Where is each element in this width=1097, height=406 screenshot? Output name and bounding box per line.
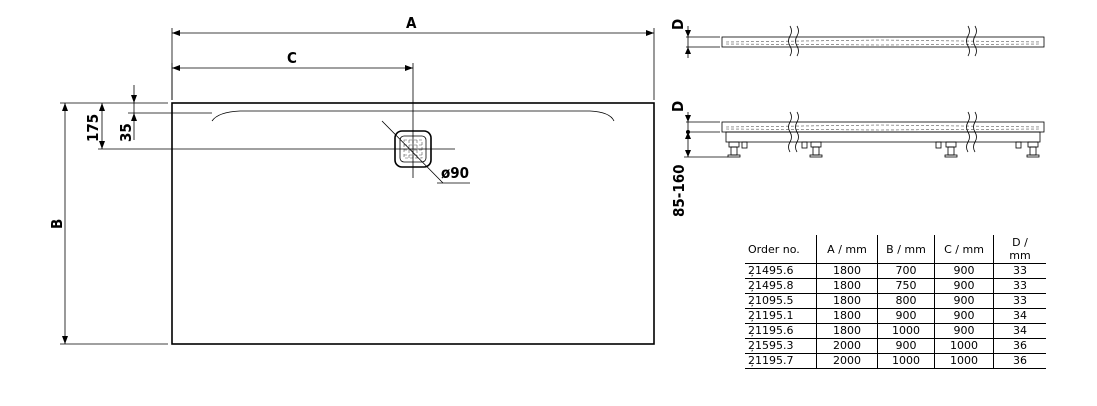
- dimension-b-label: B: [48, 219, 66, 229]
- table-row: 2̦1195.1 1800 900 900 34: [745, 308, 1046, 324]
- drain-diameter-label: ø90: [441, 164, 469, 182]
- drain-diameter-leader: [381, 120, 444, 184]
- dimensions-table: Order no. A / mm B / mm C / mm D / mm 2̦…: [745, 235, 1046, 369]
- cell-order-no: 2̦1195.6: [745, 323, 817, 339]
- table-header-row: Order no. A / mm B / mm C / mm D / mm: [745, 235, 1046, 264]
- side-view-flat-d-label: D: [669, 19, 687, 30]
- table-row: 2̦1595.3 2000 900 1000 36: [745, 338, 1046, 354]
- cell-b: 750: [877, 278, 935, 294]
- feet-height-label: 85-160: [670, 164, 688, 217]
- cell-b: 900: [877, 338, 935, 354]
- adjustable-foot: [727, 141, 741, 158]
- adjustable-foot: [944, 141, 958, 158]
- cell-order-no: 2̦1595.3: [745, 338, 817, 354]
- table-row: 2̦1195.7 2000 1000 1000 36: [745, 353, 1046, 369]
- cell-d: 33: [993, 293, 1046, 309]
- table-row: 2̦1095.5 1800 800 900 33: [745, 293, 1046, 309]
- dimension-c-label: C: [287, 49, 297, 67]
- cell-b: 800: [877, 293, 935, 309]
- table-row: 2̦1495.8 1800 750 900 33: [745, 278, 1046, 294]
- cell-d: 34: [993, 308, 1046, 324]
- dimension-35-label: 35: [117, 123, 135, 142]
- header-order-no: Order no.: [745, 235, 817, 264]
- header-c: C / mm: [934, 235, 994, 264]
- cell-b: 900: [877, 308, 935, 324]
- cell-b: 700: [877, 263, 935, 279]
- header-d: D / mm: [993, 235, 1046, 264]
- cell-a: 1800: [816, 278, 878, 294]
- cell-d: 36: [993, 338, 1046, 354]
- cell-c: 900: [934, 263, 994, 279]
- side-view-flat: [685, 25, 1045, 58]
- cell-b: 1000: [877, 353, 935, 369]
- side-view-with-feet: [684, 111, 1045, 158]
- cell-b: 1000: [877, 323, 935, 339]
- header-b: B / mm: [877, 235, 935, 264]
- tray-rim-curve: [211, 110, 615, 122]
- table-row: 2̦1495.6 1800 700 900 33: [745, 263, 1046, 279]
- cell-c: 900: [934, 293, 994, 309]
- cell-c: 900: [934, 308, 994, 324]
- cell-a: 2000: [816, 353, 878, 369]
- cell-order-no: 2̦1195.1: [745, 308, 817, 324]
- cell-order-no: 2̦1095.5: [745, 293, 817, 309]
- cell-a: 1800: [816, 263, 878, 279]
- cell-c: 900: [934, 278, 994, 294]
- cell-d: 33: [993, 263, 1046, 279]
- cell-c: 900: [934, 323, 994, 339]
- cell-a: 2000: [816, 338, 878, 354]
- cell-d: 33: [993, 278, 1046, 294]
- cell-a: 1800: [816, 323, 878, 339]
- dimension-a-label: A: [406, 14, 417, 32]
- cell-order-no: 2̦1495.6: [745, 263, 817, 279]
- adjustable-foot: [1026, 141, 1040, 158]
- cell-order-no: 2̦1195.7: [745, 353, 817, 369]
- adjustable-foot: [809, 141, 823, 158]
- cell-d: 36: [993, 353, 1046, 369]
- cell-c: 1000: [934, 338, 994, 354]
- cell-order-no: 2̦1495.8: [745, 278, 817, 294]
- side-view-feet-d-label: D: [669, 101, 687, 112]
- dimension-175-label: 175: [84, 114, 102, 142]
- cell-c: 1000: [934, 353, 994, 369]
- header-a: A / mm: [816, 235, 878, 264]
- cell-a: 1800: [816, 308, 878, 324]
- cell-a: 1800: [816, 293, 878, 309]
- table-row: 2̦1195.6 1800 1000 900 34: [745, 323, 1046, 339]
- cell-d: 34: [993, 323, 1046, 339]
